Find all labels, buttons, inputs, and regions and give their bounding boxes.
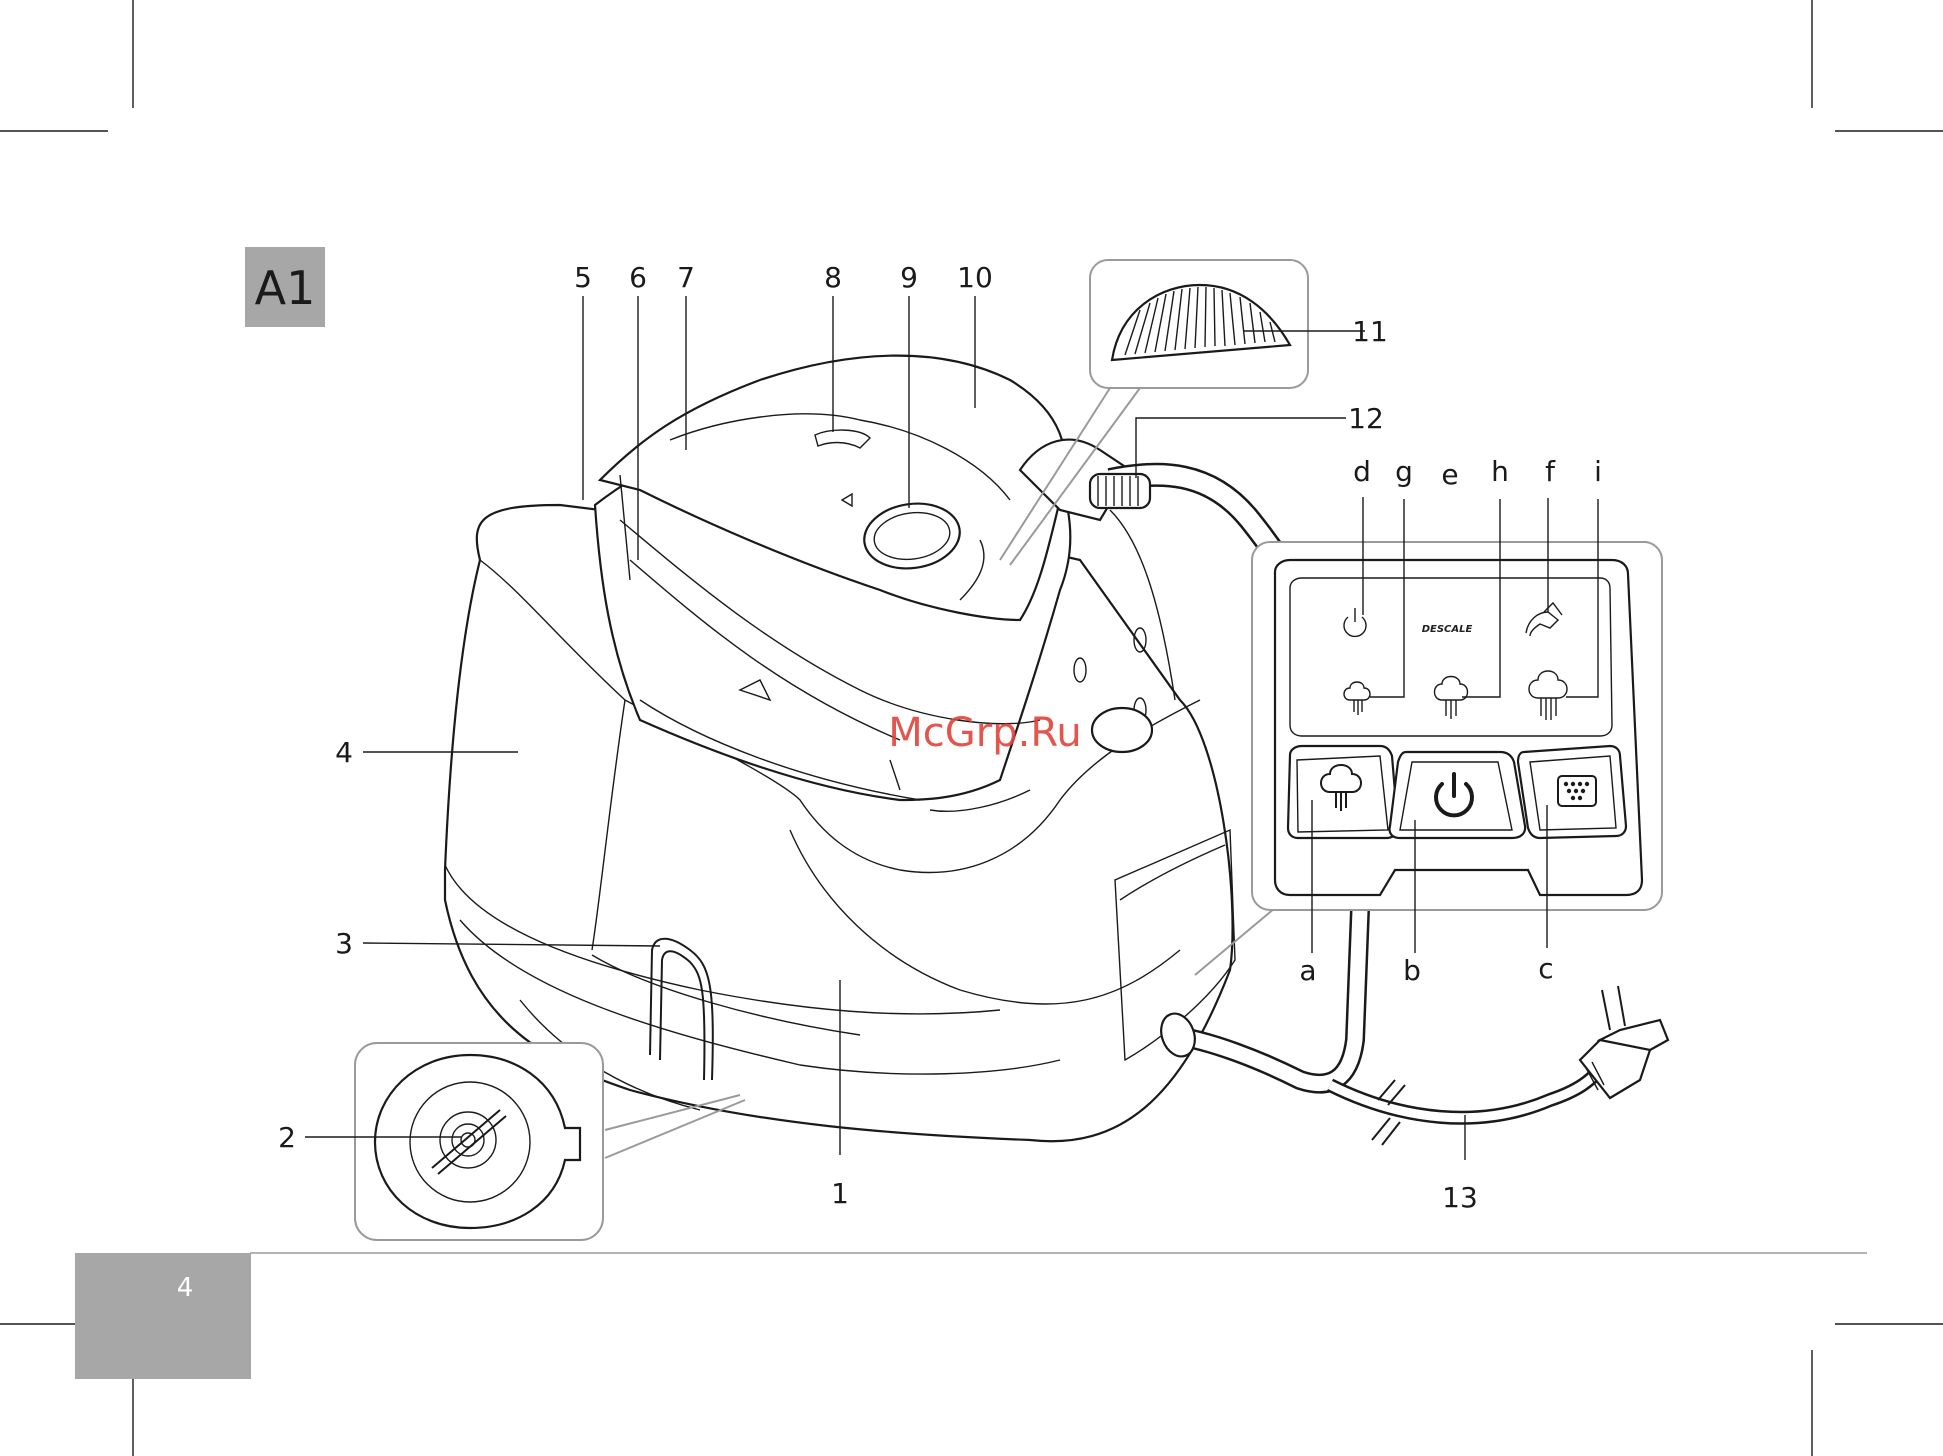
page-number-box — [75, 1253, 251, 1379]
callout-e: e — [1441, 458, 1458, 491]
power-button[interactable] — [1390, 752, 1526, 838]
callout-7: 7 — [677, 261, 695, 294]
figure-badge: A1 — [245, 247, 325, 327]
callout-6: 6 — [629, 261, 647, 294]
descale-button[interactable] — [1518, 746, 1626, 838]
callout-13: 13 — [1442, 1181, 1478, 1214]
control-panel-zoom-inset: DESCALE — [1195, 542, 1662, 975]
callout-8: 8 — [824, 261, 842, 294]
callout-10: 10 — [957, 261, 993, 294]
hose-strain-relief — [1090, 474, 1150, 508]
callout-h: h — [1491, 455, 1509, 488]
callout-9: 9 — [900, 261, 918, 294]
callout-d: d — [1353, 455, 1371, 488]
callout-f: f — [1545, 455, 1556, 488]
control-panel — [1275, 560, 1642, 895]
callout-3: 3 — [335, 927, 353, 960]
plug-icon — [1580, 986, 1668, 1098]
callout-i: i — [1594, 455, 1602, 488]
callout-g: g — [1395, 455, 1413, 488]
badge-text: A1 — [255, 261, 316, 315]
callout-b: b — [1403, 954, 1421, 987]
page-number: 4 — [177, 1273, 194, 1303]
callout-c: c — [1538, 952, 1553, 985]
callout-11: 11 — [1352, 315, 1388, 348]
callout-1: 1 — [831, 1177, 849, 1210]
steam-button[interactable] — [1288, 746, 1398, 838]
callout-a: a — [1299, 954, 1316, 987]
page-footer: 4 — [75, 1253, 1867, 1379]
callout-2: 2 — [278, 1121, 296, 1154]
callout-4: 4 — [335, 736, 353, 769]
callout-5: 5 — [574, 261, 592, 294]
watermark: McGrp.Ru — [888, 710, 1081, 756]
callout-12: 12 — [1348, 402, 1384, 435]
descale-indicator: DESCALE — [1422, 624, 1473, 635]
